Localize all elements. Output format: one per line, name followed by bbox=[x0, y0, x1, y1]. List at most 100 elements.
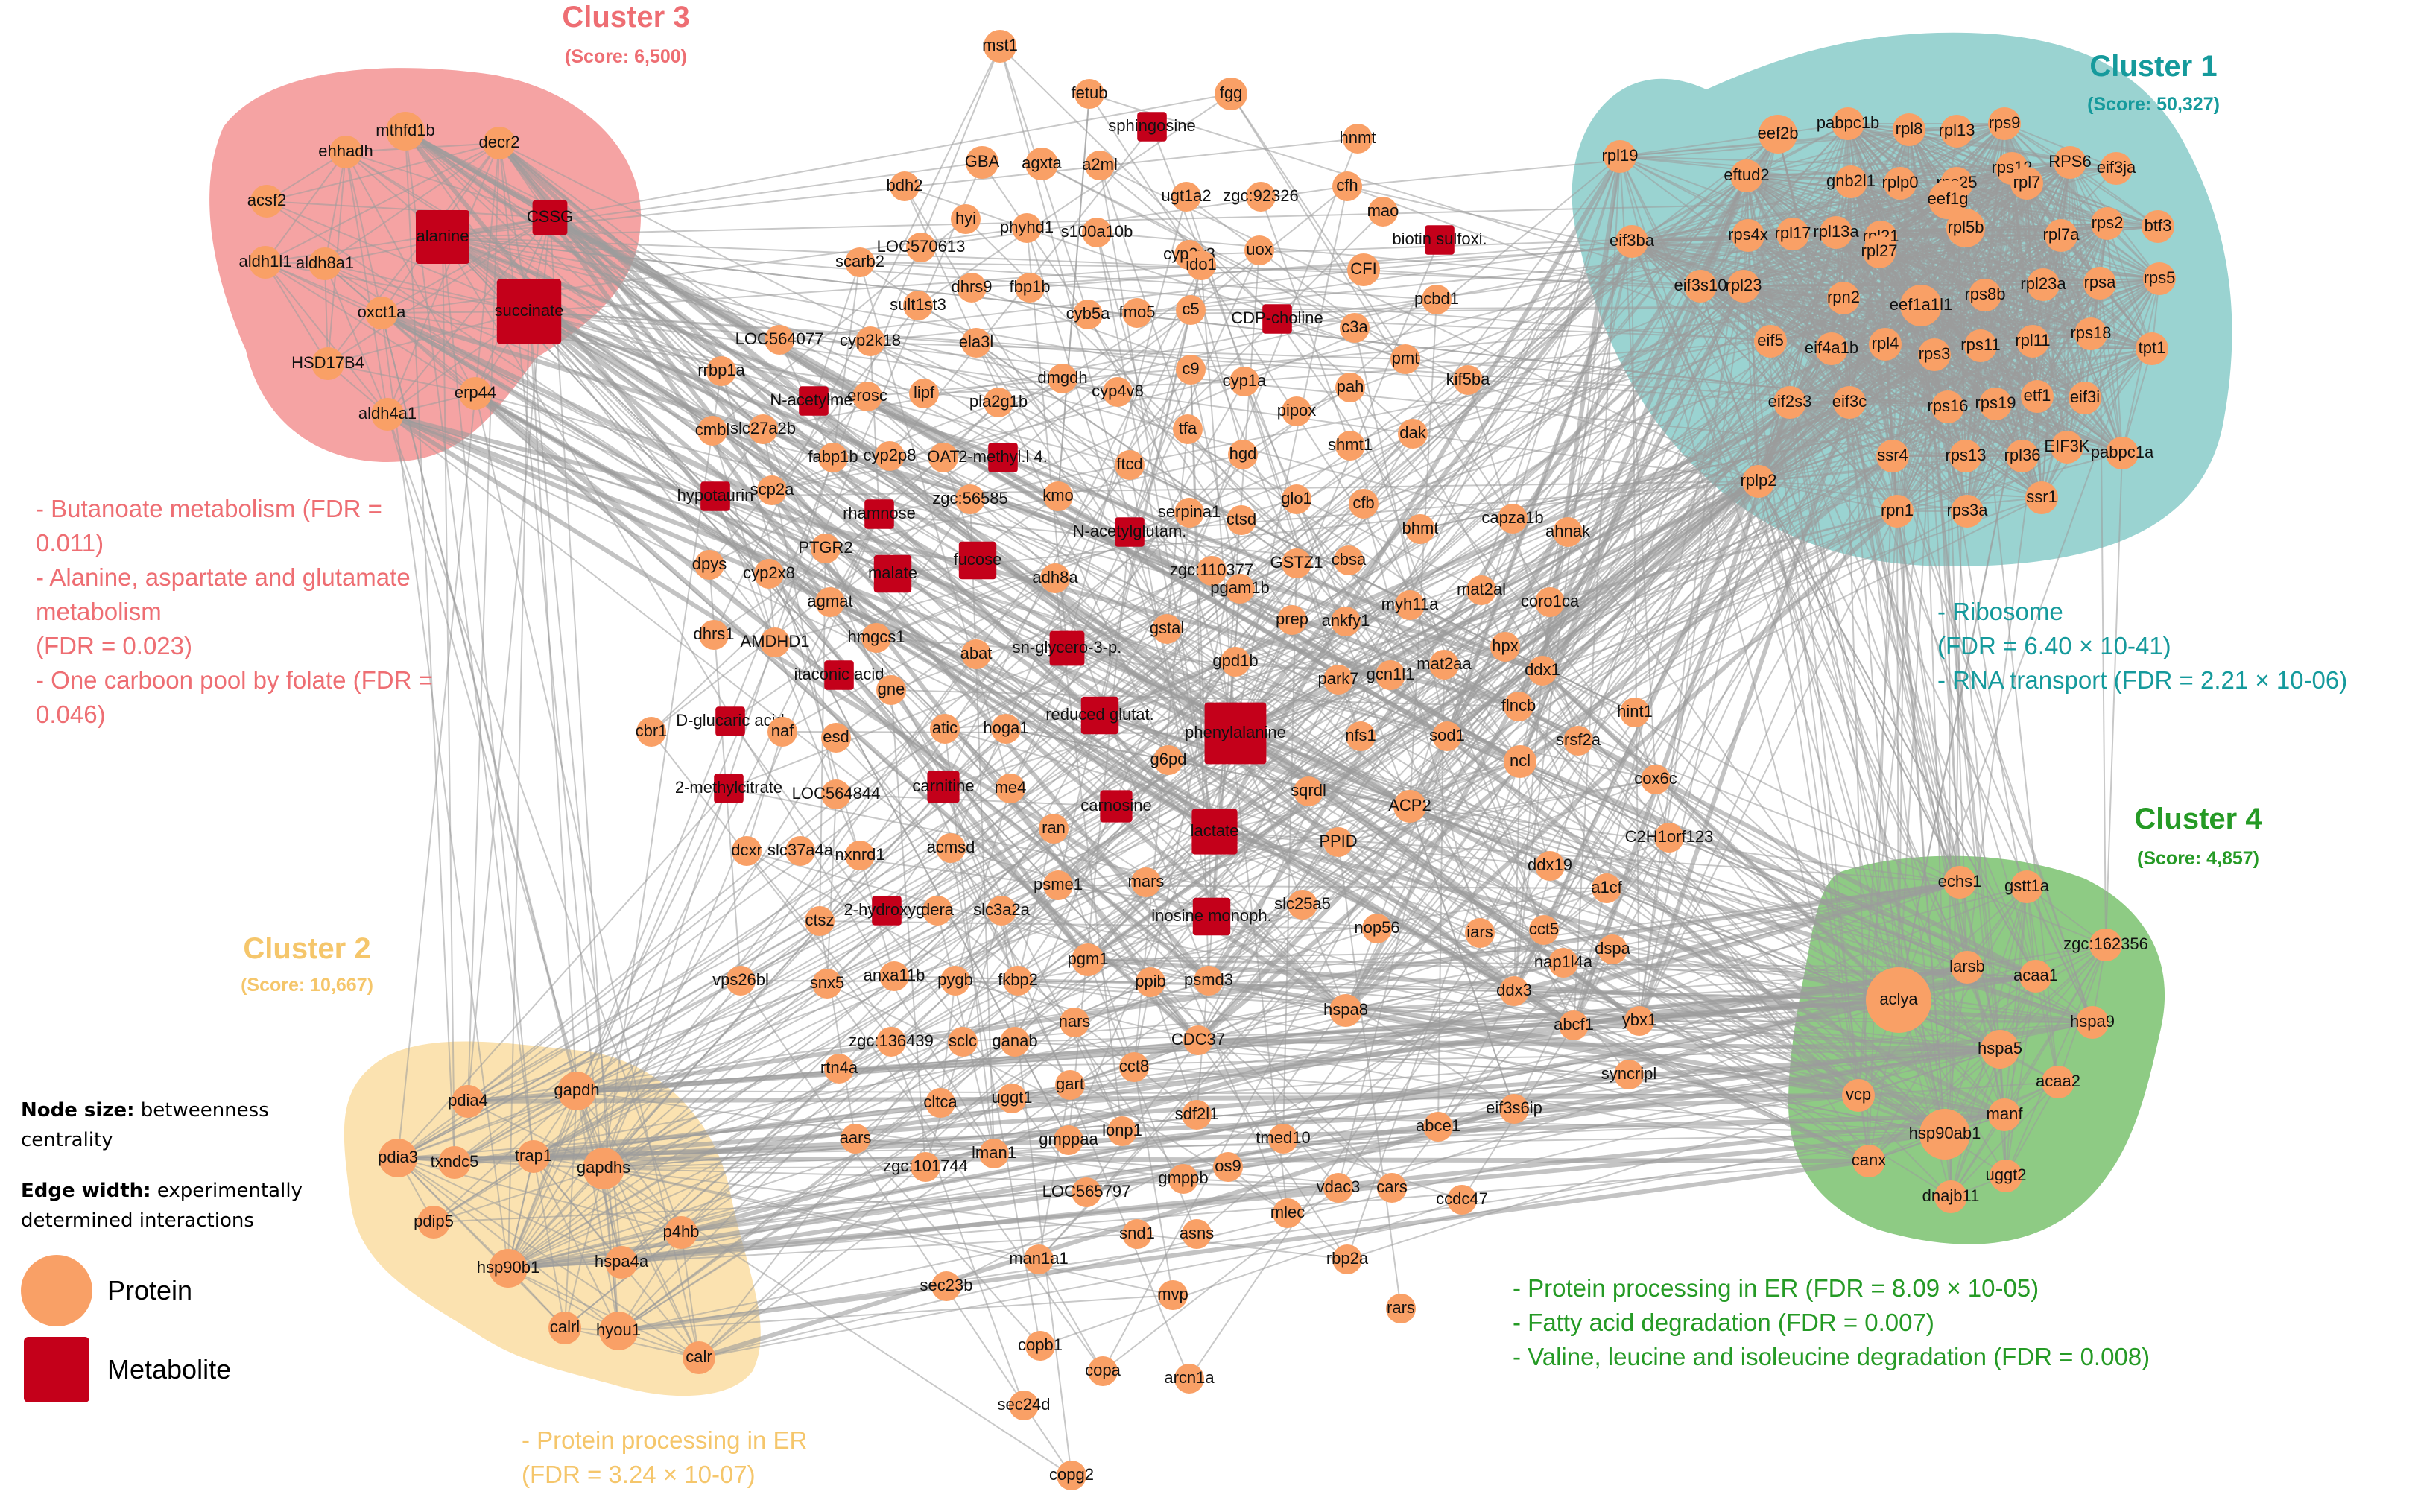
protein-node[interactable]: GBA bbox=[965, 146, 1000, 179]
protein-node[interactable]: cmbl bbox=[695, 416, 729, 446]
protein-node[interactable]: dmgdh bbox=[1037, 364, 1088, 393]
protein-node[interactable]: me4 bbox=[995, 774, 1027, 803]
protein-node[interactable]: hgd bbox=[1228, 440, 1258, 469]
protein-node[interactable]: uox bbox=[1244, 235, 1274, 265]
protein-node[interactable]: dhrs9 bbox=[951, 273, 993, 303]
protein-node[interactable]: fetub bbox=[1072, 79, 1108, 109]
protein-node[interactable]: pmt bbox=[1390, 344, 1420, 374]
protein-node[interactable]: os9 bbox=[1213, 1152, 1243, 1182]
protein-node[interactable]: sclc bbox=[948, 1027, 978, 1057]
protein-node[interactable]: erosc bbox=[847, 382, 887, 411]
protein-node[interactable]: eef1g bbox=[1927, 180, 1969, 219]
protein-node[interactable]: ankfy1 bbox=[1322, 607, 1370, 636]
protein-node[interactable]: snd1 bbox=[1119, 1219, 1155, 1249]
protein-node[interactable]: kif5ba bbox=[1446, 365, 1490, 395]
protein-node[interactable]: atic bbox=[930, 714, 960, 744]
metabolite-node[interactable]: 2-hydroxyg. bbox=[844, 896, 930, 926]
protein-node[interactable]: copb1 bbox=[1018, 1331, 1063, 1361]
protein-node[interactable]: etf1 bbox=[2021, 380, 2054, 413]
protein-node[interactable]: mthfd1b bbox=[376, 112, 435, 151]
protein-node[interactable]: fabp1b bbox=[808, 443, 858, 472]
protein-node[interactable]: rpl27 bbox=[1861, 235, 1898, 268]
protein-node[interactable]: eftud2 bbox=[1724, 159, 1770, 192]
metabolite-node[interactable]: reduced glutat. bbox=[1045, 696, 1154, 735]
protein-node[interactable]: iars bbox=[1465, 918, 1495, 948]
protein-node[interactable]: rpl8 bbox=[1893, 113, 1925, 146]
protein-node[interactable]: vcp bbox=[1842, 1079, 1875, 1112]
protein-node[interactable]: cfh bbox=[1332, 171, 1362, 201]
protein-node[interactable]: pgam1b bbox=[1210, 574, 1270, 604]
metabolite-node[interactable]: D-glucaric acid bbox=[676, 706, 785, 736]
protein-node[interactable]: ido1 bbox=[1186, 250, 1217, 280]
protein-node[interactable]: glo1 bbox=[1281, 484, 1312, 514]
protein-node[interactable]: fmo5 bbox=[1119, 298, 1156, 328]
protein-node[interactable]: zgc:136439 bbox=[849, 1027, 934, 1057]
protein-node[interactable]: slc3a2a bbox=[973, 896, 1031, 926]
protein-node[interactable]: rpl23 bbox=[1726, 270, 1762, 303]
protein-node[interactable]: arcn1a bbox=[1164, 1364, 1215, 1394]
protein-node[interactable]: copa bbox=[1085, 1356, 1121, 1386]
protein-node[interactable]: fgg bbox=[1215, 78, 1247, 110]
protein-node[interactable]: HSD17B4 bbox=[291, 347, 364, 380]
protein-node[interactable]: dak bbox=[1398, 419, 1428, 449]
protein-node[interactable]: RPS6 bbox=[2048, 146, 2092, 179]
protein-node[interactable]: pabpc1b bbox=[1817, 107, 1879, 140]
metabolite-node[interactable]: inosine monoph. bbox=[1151, 897, 1272, 936]
protein-node[interactable]: zgc:56585 bbox=[932, 484, 1008, 514]
metabolite-node[interactable]: carnitine bbox=[912, 771, 975, 803]
protein-node[interactable]: LOC564844 bbox=[792, 779, 881, 809]
metabolite-node[interactable]: CDP-choline bbox=[1231, 304, 1323, 334]
metabolite-node[interactable]: carnosine bbox=[1080, 790, 1152, 823]
protein-node[interactable]: rps5 bbox=[2143, 262, 2176, 295]
protein-node[interactable]: g6pd bbox=[1150, 745, 1187, 775]
protein-node[interactable]: eef1a1l1 bbox=[1890, 285, 1952, 326]
protein-node[interactable]: naf bbox=[767, 717, 797, 747]
protein-node[interactable]: rpl17 bbox=[1775, 218, 1811, 250]
protein-node[interactable]: ddx19 bbox=[1528, 851, 1572, 881]
protein-node[interactable]: pah bbox=[1335, 373, 1365, 402]
protein-node[interactable]: rps3 bbox=[1918, 338, 1951, 371]
protein-node[interactable]: calr bbox=[683, 1341, 715, 1374]
protein-node[interactable]: pygb bbox=[937, 966, 973, 996]
protein-node[interactable]: abcf1 bbox=[1554, 1010, 1594, 1040]
protein-node[interactable]: a2ml bbox=[1082, 151, 1118, 180]
protein-node[interactable]: eif3ja bbox=[2097, 152, 2136, 185]
protein-node[interactable]: phyhd1 bbox=[1000, 213, 1054, 243]
protein-node[interactable]: hint1 bbox=[1617, 698, 1653, 727]
protein-node[interactable]: aclya bbox=[1866, 967, 1931, 1033]
protein-node[interactable]: rrbp1a bbox=[697, 356, 746, 386]
protein-node[interactable]: nxnrd1 bbox=[835, 841, 885, 870]
protein-node[interactable]: ctsz bbox=[805, 906, 835, 936]
protein-node[interactable]: rps4x bbox=[1728, 219, 1768, 252]
metabolite-node[interactable]: sn-glycero-3-p. bbox=[1013, 630, 1122, 666]
protein-node[interactable]: prep bbox=[1276, 605, 1308, 635]
protein-node[interactable]: AMDHD1 bbox=[741, 627, 810, 657]
protein-node[interactable]: dera bbox=[921, 896, 955, 926]
protein-node[interactable]: mao bbox=[1367, 197, 1399, 227]
protein-node[interactable]: rpn1 bbox=[1881, 495, 1914, 528]
protein-node[interactable]: cbr1 bbox=[636, 717, 668, 747]
metabolite-node[interactable]: 2-methylcitrate bbox=[675, 774, 782, 803]
protein-node[interactable]: rpl4 bbox=[1869, 328, 1902, 361]
protein-node[interactable]: cfb bbox=[1349, 489, 1379, 519]
protein-node[interactable]: shmt1 bbox=[1328, 431, 1373, 461]
protein-node[interactable]: mst1 bbox=[982, 30, 1018, 63]
protein-node[interactable]: ran bbox=[1039, 814, 1069, 844]
protein-node[interactable]: GSTZ1 bbox=[1270, 548, 1323, 578]
protein-node[interactable]: rps11 bbox=[1960, 329, 2001, 362]
protein-node[interactable]: rps9 bbox=[1988, 107, 2021, 140]
protein-node[interactable]: cyb5a bbox=[1066, 300, 1110, 329]
protein-node[interactable]: ncl bbox=[1504, 745, 1536, 778]
protein-node[interactable]: anxa11b bbox=[864, 961, 925, 991]
protein-node[interactable]: hmgcs1 bbox=[847, 623, 905, 653]
protein-node[interactable]: dcxr bbox=[731, 836, 762, 866]
protein-node[interactable]: eif3i bbox=[2069, 382, 2101, 414]
protein-node[interactable]: lman1 bbox=[972, 1139, 1016, 1168]
protein-node[interactable]: btf3 bbox=[2142, 210, 2174, 243]
protein-node[interactable]: zgc:92326 bbox=[1223, 182, 1299, 212]
protein-node[interactable]: cyp1a bbox=[1223, 367, 1267, 396]
protein-node[interactable]: scarb2 bbox=[835, 247, 884, 277]
protein-node[interactable]: LOC570613 bbox=[877, 233, 966, 262]
protein-node[interactable]: eif2s3 bbox=[1768, 386, 1812, 419]
metabolite-node[interactable]: fucose bbox=[954, 541, 1002, 580]
